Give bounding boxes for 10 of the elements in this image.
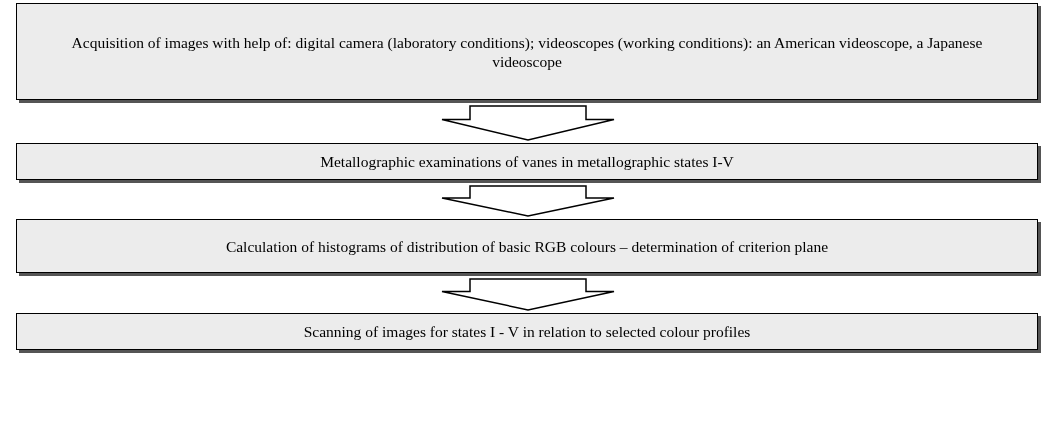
box-text: Metallographic examinations of vanes in metallographic states I-V bbox=[320, 152, 734, 171]
process-box bbox=[16, 3, 1038, 100]
process-box bbox=[16, 219, 1038, 273]
process-box bbox=[16, 313, 1038, 350]
block-arrow bbox=[441, 185, 615, 217]
box-text: Acquisition of images with help of: digital camera (laboratory conditions); videoscopes (working conditions): an American videoscope, a Japanese videoscope bbox=[70, 32, 984, 71]
box-text: Calculation of histograms of distribution of basic RGB colours – determination of criterion plane bbox=[225, 236, 829, 256]
box-text: Scanning of images for states I - V in relation to selected colour profiles bbox=[303, 322, 751, 341]
process-box bbox=[16, 143, 1038, 180]
block-arrow bbox=[441, 278, 615, 311]
